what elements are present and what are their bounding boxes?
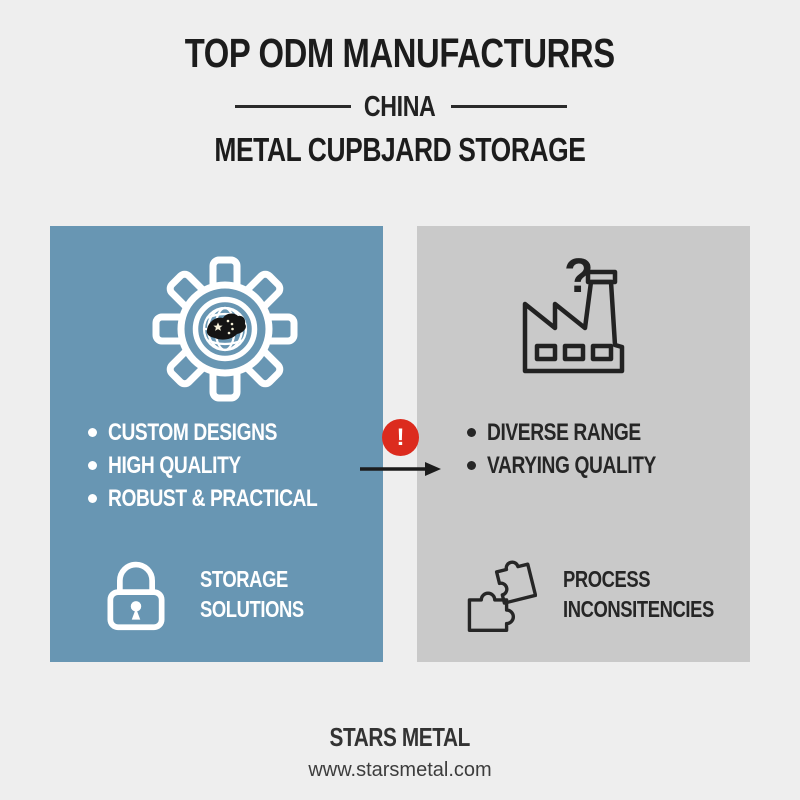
left-bullet-list: CUSTOM DESIGNS HIGH QUALITY ROBUST & PRA… — [88, 416, 370, 515]
website-url: www.starsmetal.com — [308, 759, 492, 781]
list-item: CUSTOM DESIGNS — [88, 416, 370, 449]
factory-question-icon: ? — [512, 248, 642, 383]
bullet-dot — [467, 428, 476, 437]
right-bullet-list: DIVERSE RANGE VARYING QUALITY — [467, 416, 698, 482]
right-arrow-icon — [358, 461, 442, 482]
bullet-label: CUSTOM DESIGNS — [108, 418, 277, 446]
footer: STARS METAL www.starsmetal.com — [0, 722, 800, 782]
list-item: DIVERSE RANGE — [467, 416, 698, 449]
brand-name: STARS METAL — [329, 722, 471, 752]
feature-label: PROCESS INCONSITENCIES — [563, 566, 714, 622]
list-item: ROBUST & PRACTICAL — [88, 482, 370, 515]
region-label: CHINA — [364, 91, 436, 123]
bullet-dot — [88, 461, 97, 470]
page-title: TOP ODM MANUFACTURRS — [185, 30, 615, 76]
right-panel-market-risks: ? DIVERSE RANGE VARYING QUALITY — [417, 226, 750, 662]
left-dash-divider — [235, 105, 351, 108]
factory-outline — [522, 269, 625, 374]
china-stars — [213, 319, 234, 335]
alert-exclamation-icon: ! — [382, 419, 419, 456]
process-inconsistencies-feature: PROCESS INCONSITENCIES — [461, 556, 752, 632]
page-subtitle: METAL CUPBJARD STORAGE — [214, 131, 586, 168]
bullet-dot — [88, 494, 97, 503]
puzzle-icon — [461, 556, 538, 632]
right-dash-divider — [451, 105, 567, 108]
bullet-label: DIVERSE RANGE — [487, 418, 641, 446]
bullet-dot — [467, 461, 476, 470]
alert-glyph: ! — [396, 423, 405, 451]
china-map-shape — [206, 313, 246, 340]
padlock-icon — [98, 556, 174, 632]
gear-globe-china-icon — [150, 254, 300, 404]
list-item: HIGH QUALITY — [88, 449, 370, 482]
left-panel-china-strengths: CUSTOM DESIGNS HIGH QUALITY ROBUST & PRA… — [50, 226, 383, 662]
bullet-label: VARYING QUALITY — [487, 451, 656, 479]
header: TOP ODM MANUFACTURRS CHINA METAL CUPBJAR… — [0, 30, 800, 169]
feature-label: STORAGE SOLUTIONS — [200, 566, 304, 622]
bullet-label: HIGH QUALITY — [108, 451, 241, 479]
gear-inner-ring — [192, 296, 258, 362]
bullet-dot — [88, 428, 97, 437]
region-row: CHINA — [0, 91, 800, 123]
bullet-label: ROBUST & PRACTICAL — [108, 484, 318, 512]
list-item: VARYING QUALITY — [467, 449, 698, 482]
storage-solutions-feature: STORAGE SOLUTIONS — [98, 556, 330, 632]
